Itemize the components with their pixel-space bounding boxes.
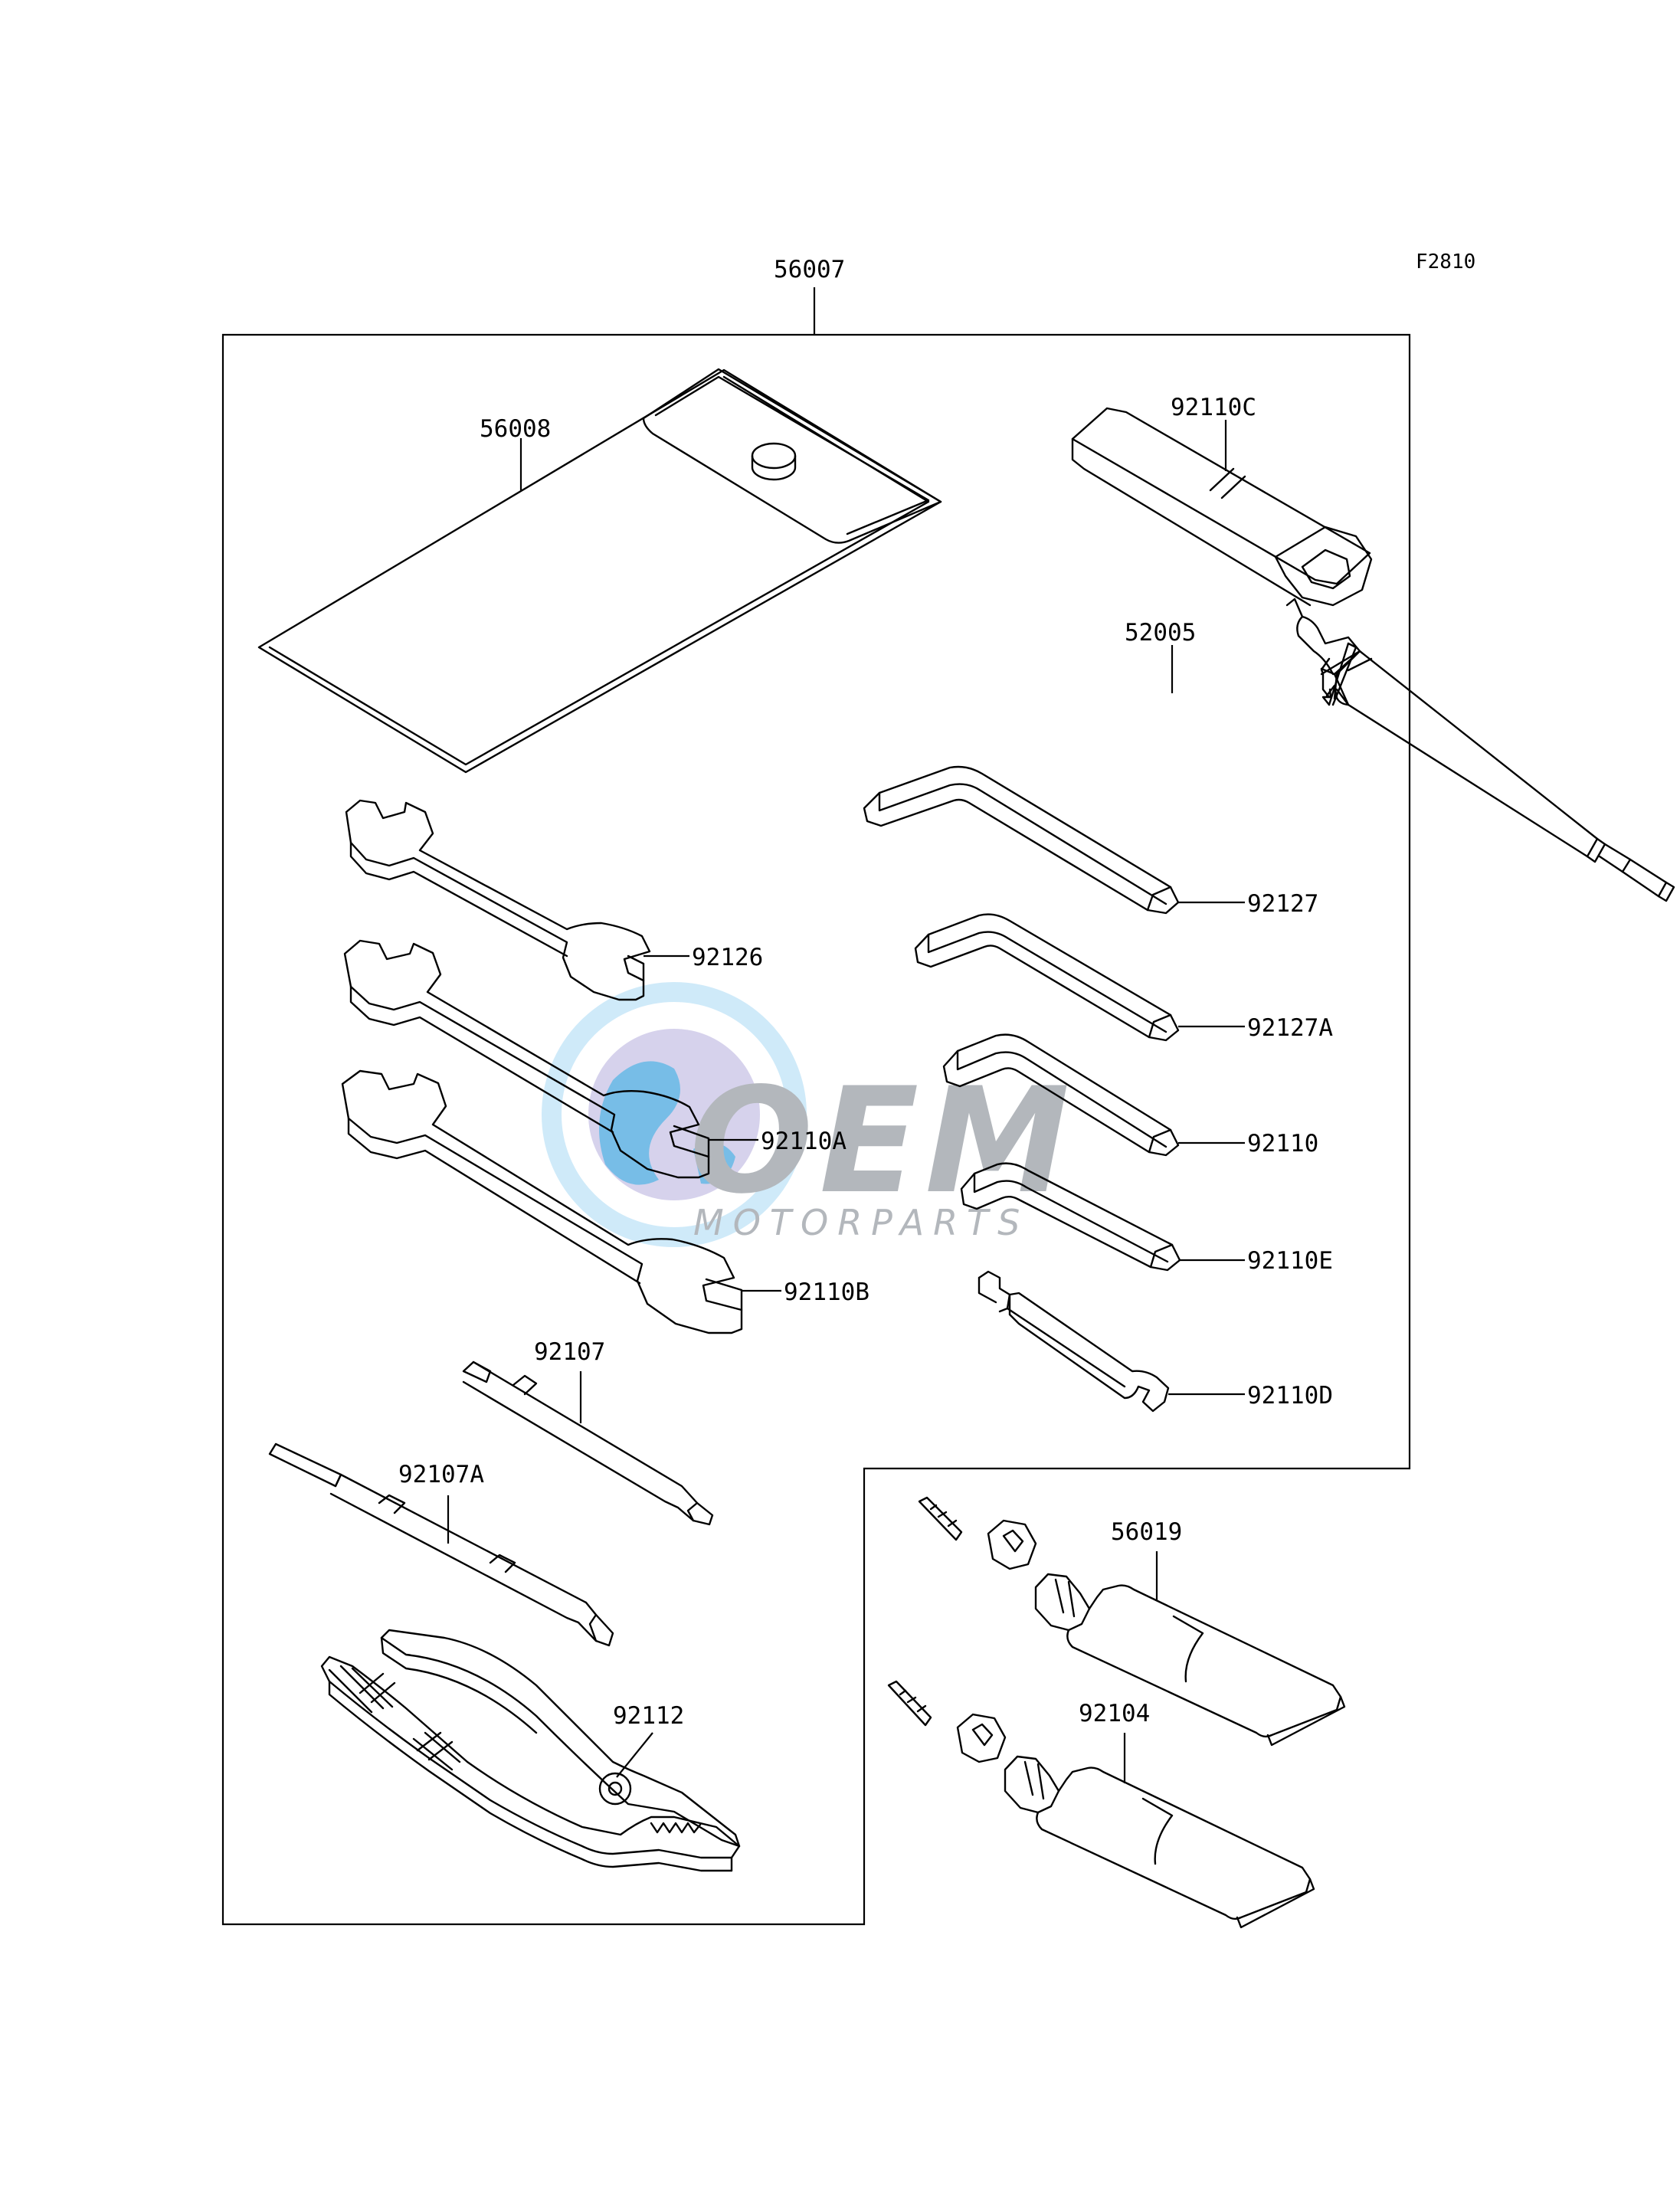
pliers xyxy=(320,1629,741,1872)
tool-bag xyxy=(257,368,942,774)
plug-wrench xyxy=(1071,407,1373,607)
label-92110B: 92110B xyxy=(784,1279,869,1306)
label-92107: 92107 xyxy=(534,1338,605,1366)
watermark-brand: OEM xyxy=(689,1056,1076,1226)
label-56008: 56008 xyxy=(480,415,551,443)
label-92126: 92126 xyxy=(692,944,763,971)
watermark: OEM MOTORPARTS xyxy=(542,982,1076,1247)
label-92110: 92110 xyxy=(1247,1130,1318,1157)
kit-frame xyxy=(221,333,1411,1926)
open-wrench-3 xyxy=(341,1069,781,1334)
figure-code: F2810 xyxy=(1416,250,1475,273)
small-wrench xyxy=(978,1270,1245,1413)
label-92104: 92104 xyxy=(1079,1700,1150,1727)
open-wrench-1 xyxy=(345,799,689,1001)
label-92110E: 92110E xyxy=(1247,1247,1333,1275)
plug-wrench-handle xyxy=(1171,598,1675,902)
label-92110A: 92110A xyxy=(761,1128,847,1155)
label-92107A: 92107A xyxy=(398,1461,484,1488)
watermark-subtext: MOTORPARTS xyxy=(693,1202,1029,1243)
label-92127A: 92127A xyxy=(1247,1014,1333,1042)
kit-label: 56007 xyxy=(774,256,845,283)
label-92110D: 92110D xyxy=(1247,1382,1333,1410)
open-wrench-2 xyxy=(343,939,758,1179)
hex-key-3 xyxy=(942,1033,1245,1157)
screwdriver-combo xyxy=(268,1442,614,1647)
grease-tube-1 xyxy=(918,1496,1346,1747)
screwdriver-phillips xyxy=(462,1360,714,1526)
label-52005: 52005 xyxy=(1125,619,1196,647)
hex-key-1 xyxy=(863,765,1245,915)
label-92127: 92127 xyxy=(1247,890,1318,918)
label-92110C: 92110C xyxy=(1171,394,1256,421)
label-56019: 56019 xyxy=(1111,1518,1182,1546)
hex-key-2 xyxy=(914,913,1245,1042)
grease-tube-2 xyxy=(887,1680,1315,1929)
hex-key-4 xyxy=(960,1162,1245,1272)
label-92112: 92112 xyxy=(613,1702,684,1730)
